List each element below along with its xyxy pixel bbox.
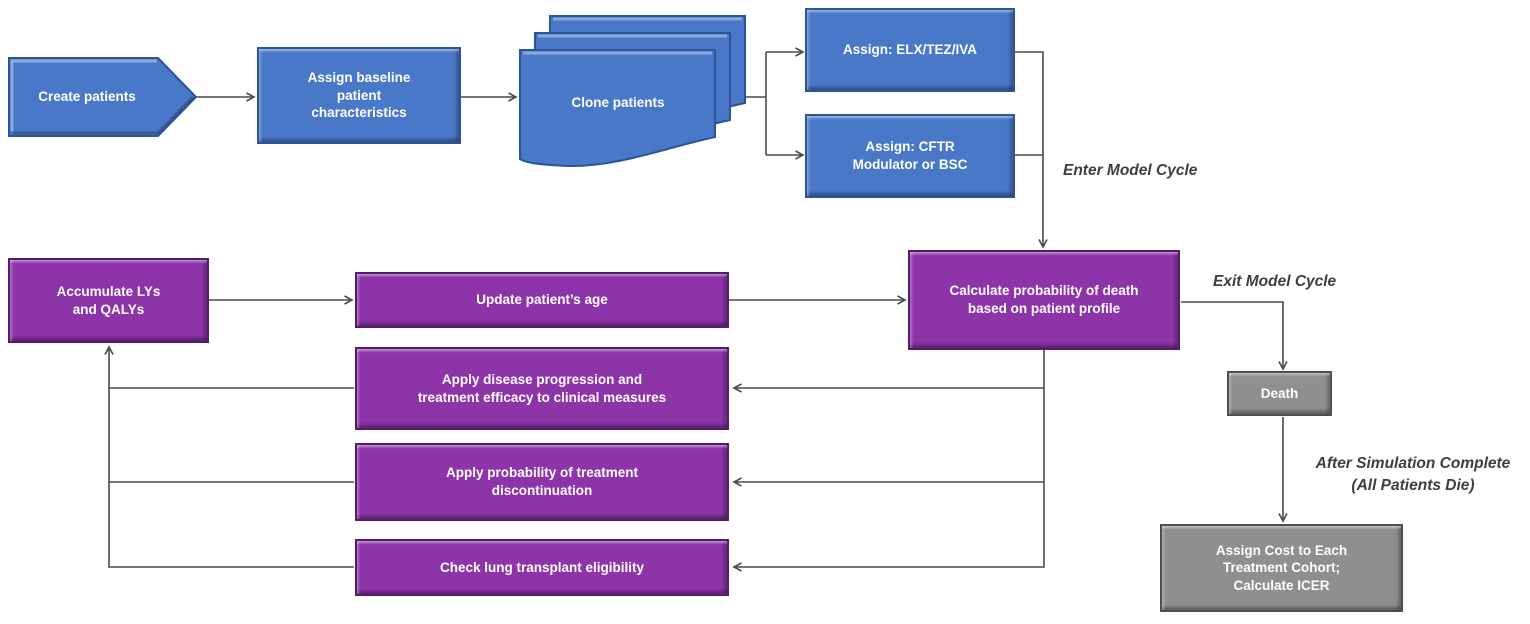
connector [104, 345, 354, 568]
node-apply-treatment-discontinuation: Apply probability of treatment discontin… [355, 443, 729, 521]
label-after-simulation-complete: After Simulation Complete (All Patients … [1315, 455, 1511, 495]
node-assign-elx-tez-iva: Assign: ELX/TEZ/IVA [805, 8, 1015, 92]
label-exit-model-cycle: Exit Model Cycle [1213, 273, 1337, 290]
node-label: Check lung transplant eligibility [439, 559, 645, 575]
node-label: Death [1260, 385, 1299, 401]
node-assign-baseline: Assign baseline patient characteristics [257, 47, 461, 144]
node-label: Clone patients [571, 95, 665, 111]
connector [1181, 301, 1288, 371]
node-label: Assign: CFTR Modulator or BSC [852, 139, 968, 172]
connector [746, 52, 767, 155]
node-assign-cftr-bsc: Assign: CFTR Modulator or BSC [805, 114, 1015, 198]
node-check-lung-transplant: Check lung transplant eligibility [355, 539, 729, 596]
node-update-patient-age: Update patient’s age [355, 272, 729, 328]
connector [732, 350, 1045, 572]
node-label: Assign: ELX/TEZ/IVA [842, 42, 977, 58]
node-calculate-death-probability: Calculate probability of death based on … [908, 250, 1180, 350]
pentagon-shape [8, 57, 198, 137]
connector [109, 387, 354, 483]
node-label: Update patient’s age [476, 292, 608, 308]
node-label: Apply disease progression and treatment … [417, 371, 667, 405]
node-clone-patients: Clone patients [518, 14, 748, 172]
node-label: Apply probability of treatment discontin… [445, 465, 638, 498]
node-label: Calculate probability of death based on … [949, 283, 1139, 316]
node-create-patients: Create patients [8, 57, 198, 137]
node-label: Create patients [38, 89, 136, 105]
node-accumulate-lys-qalys: Accumulate LYs and QALYs [8, 258, 209, 343]
node-assign-cost-calculate-icer: Assign Cost to Each Treatment Cohort; Ca… [1160, 524, 1403, 612]
connector [1015, 51, 1048, 249]
label-enter-model-cycle: Enter Model Cycle [1063, 162, 1198, 179]
node-death: Death [1227, 371, 1332, 416]
node-label: Assign Cost to Each Treatment Cohort; Ca… [1215, 542, 1348, 593]
node-label: Assign baseline patient characteristics [307, 70, 411, 121]
node-apply-disease-progression: Apply disease progression and treatment … [355, 347, 729, 430]
node-label: Accumulate LYs and QALYs [56, 283, 161, 317]
multidocument-shape [519, 15, 746, 168]
